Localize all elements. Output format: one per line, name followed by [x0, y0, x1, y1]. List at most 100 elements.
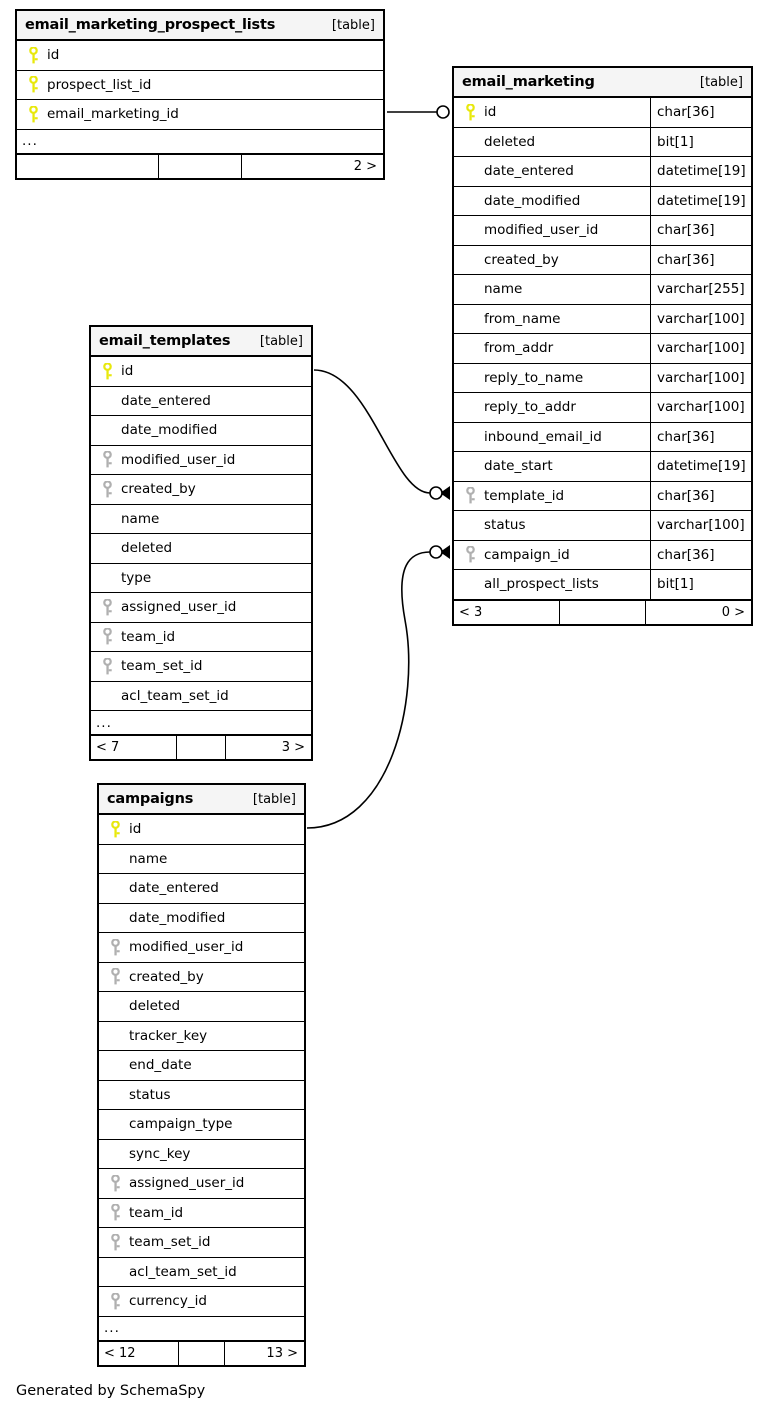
column-row-team_id[interactable]: team_id — [91, 623, 311, 652]
column-type: varchar[255] — [650, 275, 751, 304]
column-row-created_by[interactable]: created_by — [91, 475, 311, 505]
column-row-id[interactable]: id — [91, 357, 311, 387]
column-label: modified_user_id — [484, 222, 599, 239]
column-label: type — [121, 569, 152, 586]
column-row-acl_team_set_id[interactable]: acl_team_set_id — [99, 1258, 304, 1287]
column-name-cell: id — [91, 357, 311, 386]
column-row-date_entered[interactable]: date_entered — [91, 387, 311, 416]
column-type: datetime[19] — [650, 186, 751, 215]
table-header-email_marketing[interactable]: email_marketing[table] — [454, 68, 751, 98]
foreign-key-icon — [105, 1174, 125, 1192]
column-name-cell: name — [99, 845, 304, 874]
relationship-rel-campaigns-to-emailmarketing[interactable] — [306, 545, 450, 829]
column-row-modified_user_id[interactable]: modified_user_id — [99, 933, 304, 963]
column-row-prospect_list_id[interactable]: prospect_list_id — [17, 71, 383, 100]
column-label: team_set_id — [121, 658, 203, 675]
column-name-cell: date_modified — [454, 187, 650, 216]
column-row-end_date[interactable]: end_date — [99, 1051, 304, 1081]
column-row-date_modified[interactable]: date_modified — [99, 904, 304, 933]
column-label: deleted — [484, 133, 536, 150]
column-type: varchar[100] — [650, 334, 751, 363]
column-name-cell: date_entered — [454, 157, 650, 186]
column-name-cell: deleted — [91, 534, 311, 563]
column-row-type[interactable]: type — [91, 564, 311, 593]
relationship-rel-emprospect-to-emailmarketing[interactable] — [387, 105, 450, 119]
column-row-id[interactable]: id — [17, 41, 383, 71]
footer-incoming-relations[interactable]: < 3 — [459, 604, 483, 620]
footer-incoming-relations[interactable] — [17, 155, 158, 178]
column-name-cell: inbound_email_id — [454, 423, 650, 452]
footer-outgoing-relations[interactable]: 0 > — [721, 604, 745, 620]
column-row-status[interactable]: status — [99, 1081, 304, 1110]
column-row-id[interactable]: id — [99, 815, 304, 845]
column-row-name[interactable]: name — [91, 505, 311, 534]
foreign-key-icon — [97, 657, 117, 675]
footer-incoming-relations[interactable]: < 7 — [96, 740, 120, 755]
column-row-campaign_type[interactable]: campaign_type — [99, 1110, 304, 1140]
footer-outgoing-relations[interactable]: 3 > — [281, 740, 305, 755]
column-row-date_entered[interactable]: date_entered — [99, 874, 304, 904]
column-label: id — [129, 821, 142, 838]
column-row-acl_team_set_id[interactable]: acl_team_set_id — [91, 682, 311, 711]
column-row-team_set_id[interactable]: team_set_id — [91, 652, 311, 682]
column-row-modified_user_id[interactable]: modified_user_id — [91, 446, 311, 475]
column-row-team_set_id[interactable]: team_set_id — [99, 1228, 304, 1258]
column-name-cell: sync_key — [99, 1140, 304, 1169]
column-label: modified_user_id — [129, 939, 244, 956]
table-header-campaigns[interactable]: campaigns[table] — [99, 785, 304, 815]
footer-outgoing-relations[interactable]: 13 > — [266, 1345, 298, 1361]
column-row-assigned_user_id[interactable]: assigned_user_id — [91, 593, 311, 623]
footer-middle-cell — [176, 736, 226, 759]
column-name-cell: status — [454, 511, 650, 540]
column-row-deleted[interactable]: deleted — [91, 534, 311, 564]
footer-incoming-relations[interactable]: < 12 — [104, 1345, 136, 1361]
relationship-rel-emailtemplates-to-emailmarketing[interactable] — [313, 369, 450, 500]
column-row-date_modified[interactable]: date_modified — [91, 416, 311, 446]
table-title: email_marketing_prospect_lists — [25, 17, 276, 33]
table-node-email_marketing_prospect_lists[interactable]: email_marketing_prospect_lists[table]id p… — [15, 9, 385, 180]
table-header-email_templates[interactable]: email_templates[table] — [91, 327, 311, 357]
table-footer-email_marketing: < 3 0 > — [454, 599, 751, 624]
column-label: currency_id — [129, 1293, 207, 1310]
table-footer-email_marketing_prospect_lists: 2 > — [17, 153, 383, 178]
column-row-created_by[interactable]: created_by — [99, 963, 304, 992]
column-row-email_marketing_id[interactable]: email_marketing_id — [17, 100, 383, 130]
column-type: bit[1] — [650, 570, 751, 599]
column-label: id — [47, 47, 60, 64]
footer-outgoing-relations[interactable]: 2 > — [353, 158, 377, 174]
table-title: email_templates — [99, 333, 231, 349]
column-row-name[interactable]: name — [99, 845, 304, 874]
column-label: id — [121, 363, 134, 380]
column-row-assigned_user_id[interactable]: assigned_user_id — [99, 1169, 304, 1199]
column-type: varchar[100] — [650, 393, 751, 422]
column-name-cell: end_date — [99, 1051, 304, 1080]
column-label: campaign_id — [484, 546, 570, 563]
column-row-team_id[interactable]: team_id — [99, 1199, 304, 1228]
column-row-deleted[interactable]: deleted — [99, 992, 304, 1022]
column-row-currency_id[interactable]: currency_id — [99, 1287, 304, 1317]
column-row-sync_key[interactable]: sync_key — [99, 1140, 304, 1169]
column-row-tracker_key[interactable]: tracker_key — [99, 1022, 304, 1051]
table-header-email_marketing_prospect_lists[interactable]: email_marketing_prospect_lists[table] — [17, 11, 383, 41]
